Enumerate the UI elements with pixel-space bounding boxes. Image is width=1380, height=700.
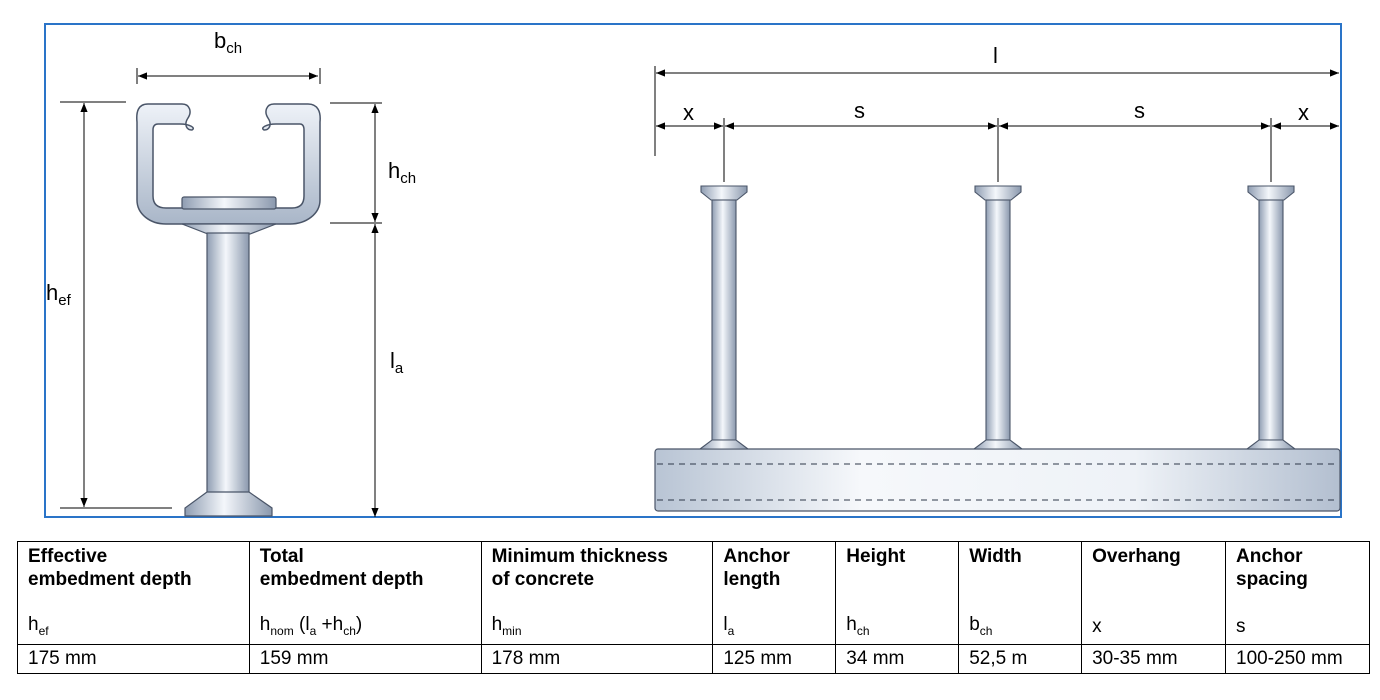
header-symbol: hnom (la +hch): [259, 614, 363, 638]
anchor-3: [1245, 185, 1297, 450]
table-cell: 34 mm: [835, 644, 960, 674]
anchor-1: [698, 185, 750, 450]
header-symbol: la: [723, 614, 735, 638]
anchor-channel-diagram: bch hef hch la: [44, 23, 1342, 518]
table-cell: 175 mm: [17, 644, 250, 674]
table-row: 175 mm 159 mm 178 mm 125 mm 34 mm 52,5 m…: [17, 644, 1370, 674]
anchor-neck: [181, 223, 277, 235]
figure-frame: [44, 23, 1342, 518]
table-cell: 52,5 m: [958, 644, 1083, 674]
channel-elevation: l x s s x: [654, 43, 1341, 512]
channel-cross-section: bch hef hch la: [46, 28, 416, 517]
table-cell: 159 mm: [248, 644, 482, 674]
anchor-foot: [184, 491, 273, 517]
header-symbol: bch: [969, 614, 993, 638]
label-hef: hef: [46, 280, 72, 309]
anchor-2: [972, 185, 1024, 450]
header-symbol: hmin: [491, 614, 522, 638]
c-channel-profile: [136, 103, 321, 225]
label-s-left: s: [854, 98, 865, 123]
label-l: l: [993, 43, 998, 68]
header-cell: Overhang x: [1081, 541, 1227, 645]
channel-rail: [654, 448, 1341, 512]
table-cell: 100-250 mm: [1225, 644, 1370, 674]
header-title: Height: [846, 546, 906, 567]
label-bch: bch: [214, 28, 242, 57]
table-cell: 125 mm: [712, 644, 837, 674]
header-cell: Width bch: [958, 541, 1083, 645]
anchor-shaft: [206, 232, 250, 496]
label-s-right: s: [1134, 98, 1145, 123]
label-hch: hch: [388, 158, 416, 187]
label-x-left: x: [683, 100, 694, 125]
table-cell: 30-35 mm: [1081, 644, 1227, 674]
header-title: Width: [969, 546, 1022, 567]
header-symbol: hef: [28, 614, 49, 638]
anchor-head-plate: [181, 196, 277, 210]
label-x-right: x: [1298, 100, 1309, 125]
header-cell: Height hch: [835, 541, 960, 645]
header-symbol: hch: [846, 614, 870, 638]
header-symbol: x: [1092, 616, 1102, 637]
header-title: Overhang: [1092, 546, 1181, 567]
table-cell: 178 mm: [480, 644, 714, 674]
label-la: la: [390, 348, 404, 377]
header-symbol: s: [1236, 616, 1246, 637]
